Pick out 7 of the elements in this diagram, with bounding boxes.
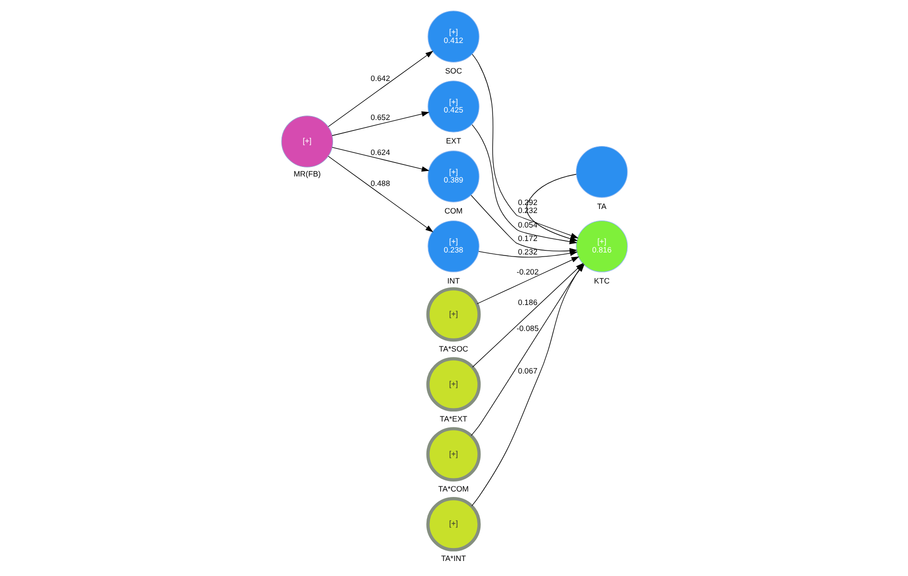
arrow <box>327 50 433 127</box>
node-circle <box>575 146 628 198</box>
arrow <box>327 156 433 232</box>
arrow <box>476 256 579 304</box>
arrow <box>478 250 578 258</box>
arrow <box>331 147 429 172</box>
arrow <box>331 111 429 136</box>
